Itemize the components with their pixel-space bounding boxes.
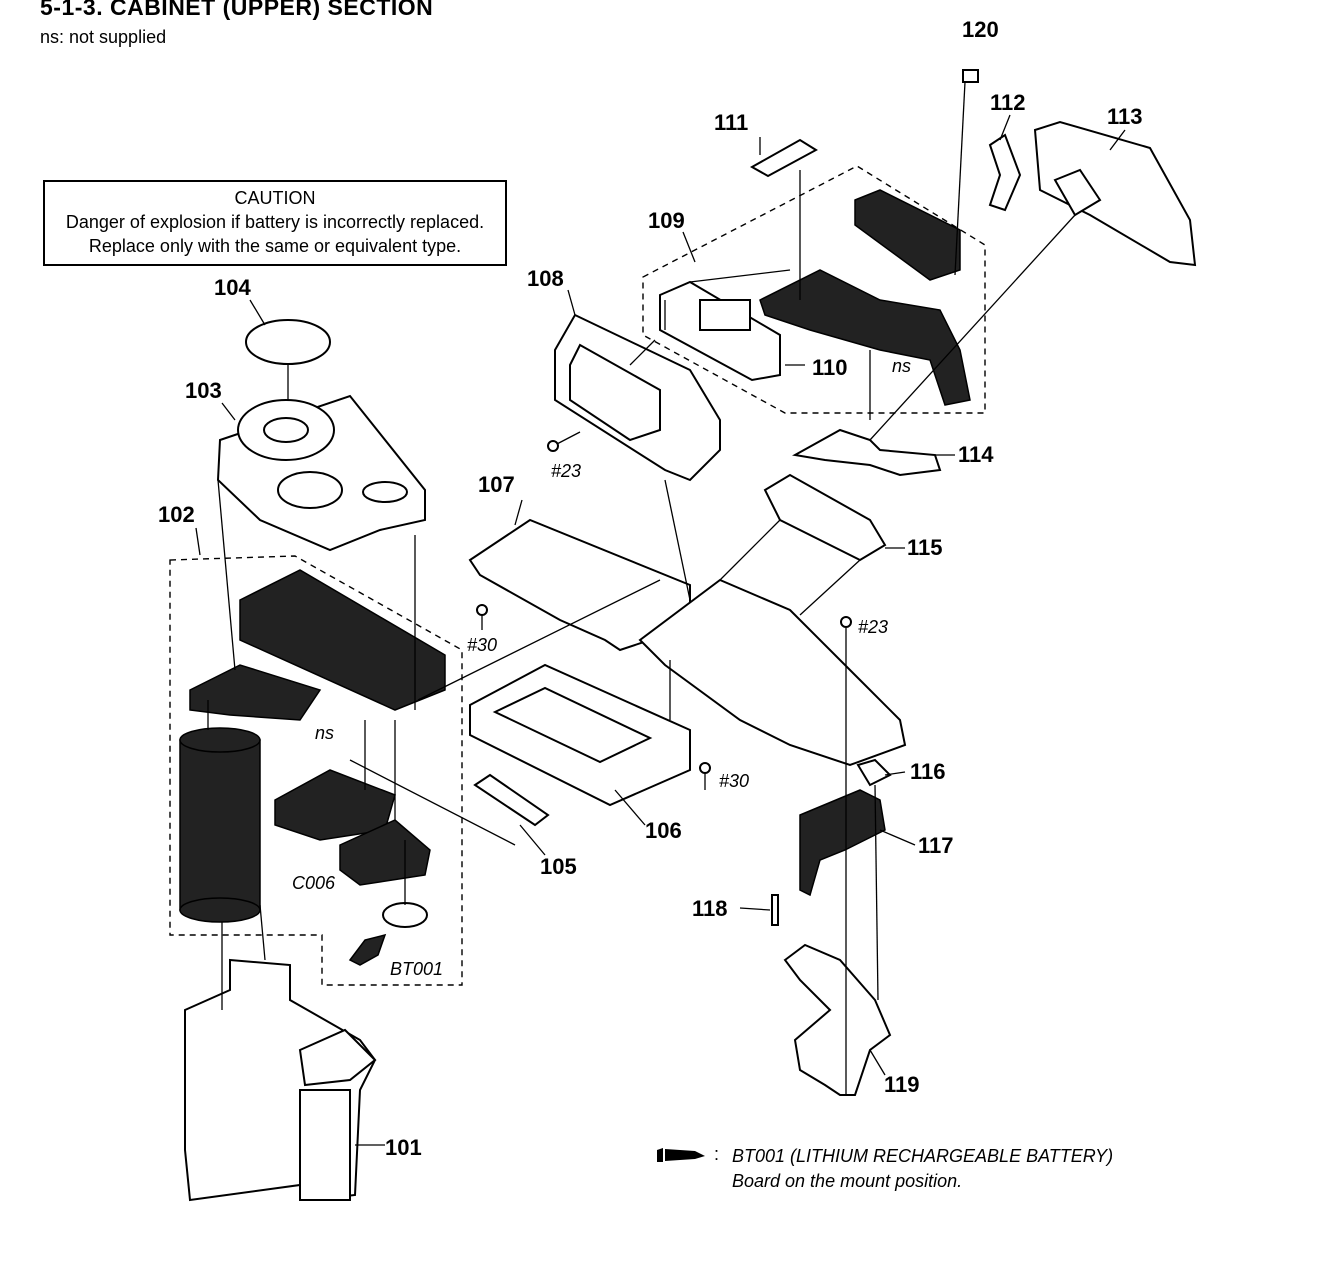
- label-113: 113: [1107, 104, 1143, 129]
- label-107: 107: [478, 472, 515, 497]
- screw-30-a: [476, 604, 488, 630]
- battery-footnote: BT001 (LITHIUM RECHARGEABLE BATTERY) Boa…: [732, 1144, 1113, 1194]
- capacitor-c006-label: C006: [292, 873, 336, 893]
- part-104-ring: [245, 319, 331, 365]
- label-110: 110: [812, 355, 848, 380]
- assembly-lines: [207, 170, 1076, 1010]
- footnote-colon: :: [714, 1144, 720, 1164]
- not-supplied-legend: ns: not supplied: [40, 27, 167, 47]
- label-118: 118: [692, 896, 728, 921]
- part-101-front-cabinet: [184, 958, 377, 1202]
- label-109: 109: [648, 208, 685, 233]
- not-supplied-label-boards: ns: [315, 723, 334, 743]
- part-112: [988, 133, 1022, 212]
- part-113-top-panel: [1033, 120, 1197, 267]
- leader-120: [954, 81, 966, 276]
- label-117: 117: [918, 833, 954, 858]
- part-119: [783, 943, 892, 1096]
- part-118: [771, 894, 779, 926]
- battery-bt001-label: BT001: [390, 959, 443, 979]
- battery-bt001: [382, 902, 428, 928]
- part-117: [799, 789, 886, 897]
- label-105: 105: [540, 854, 577, 879]
- caution-line-2: Replace only with the same or equivalent…: [88, 236, 462, 256]
- part-103-top-cover: [216, 394, 426, 552]
- mount-position-icon: [657, 1148, 705, 1162]
- label-102: 102: [158, 502, 195, 527]
- label-120: 120: [962, 17, 999, 42]
- label-114: 114: [958, 442, 994, 467]
- caution-heading: CAUTION: [234, 188, 316, 208]
- not-supplied-label-flex: ns: [892, 356, 911, 376]
- label-112: 112: [990, 90, 1026, 115]
- board-group-102-outline: [169, 555, 463, 986]
- part-105-sheet: [473, 773, 550, 827]
- label-116: 116: [910, 759, 946, 784]
- footnote-line-1: BT001 (LITHIUM RECHARGEABLE BATTERY): [732, 1146, 1114, 1166]
- part-109-flex: [759, 189, 971, 406]
- part-108-lcd-frame: [554, 313, 721, 482]
- label-101: 101: [385, 1135, 422, 1160]
- part-120: [962, 69, 979, 83]
- label-108: 108: [527, 266, 564, 291]
- battery-mount-mark: [348, 933, 387, 966]
- screw-30-b-label: #30: [719, 771, 749, 791]
- capacitor-c006: [179, 727, 261, 923]
- caution-line-1: Danger of explosion if battery is incorr…: [65, 212, 485, 232]
- part-116: [856, 758, 892, 787]
- part-110-lcd-panel: [659, 280, 781, 382]
- label-103: 103: [185, 378, 222, 403]
- part-114-flex: [792, 428, 942, 477]
- screw-23-a: [547, 431, 581, 452]
- section-title: 5-1-3. CABINET (UPPER) SECTION: [40, 0, 434, 20]
- screw-23-b-label: #23: [858, 617, 888, 637]
- label-104: 104: [214, 275, 251, 300]
- label-106: 106: [645, 818, 682, 843]
- screw-23-a-label: #23: [551, 461, 581, 481]
- footnote-line-2: Board on the mount position.: [732, 1171, 963, 1191]
- screw-30-b: [699, 762, 711, 790]
- part-leaders: [195, 114, 1126, 1146]
- part-102-boards: [189, 569, 446, 886]
- part-115-bracket: [763, 473, 887, 562]
- screw-30-a-label: #30: [467, 635, 497, 655]
- part-107-frame: [468, 518, 691, 652]
- main-chassis: [638, 578, 907, 767]
- label-111: 111: [714, 110, 748, 135]
- caution-box: CAUTION Danger of explosion if battery i…: [43, 180, 507, 266]
- label-115: 115: [907, 535, 943, 560]
- part-106-holder: [469, 663, 691, 807]
- part-111-sheet: [749, 138, 818, 178]
- screw-23-b: [840, 616, 852, 1095]
- label-119: 119: [884, 1072, 920, 1097]
